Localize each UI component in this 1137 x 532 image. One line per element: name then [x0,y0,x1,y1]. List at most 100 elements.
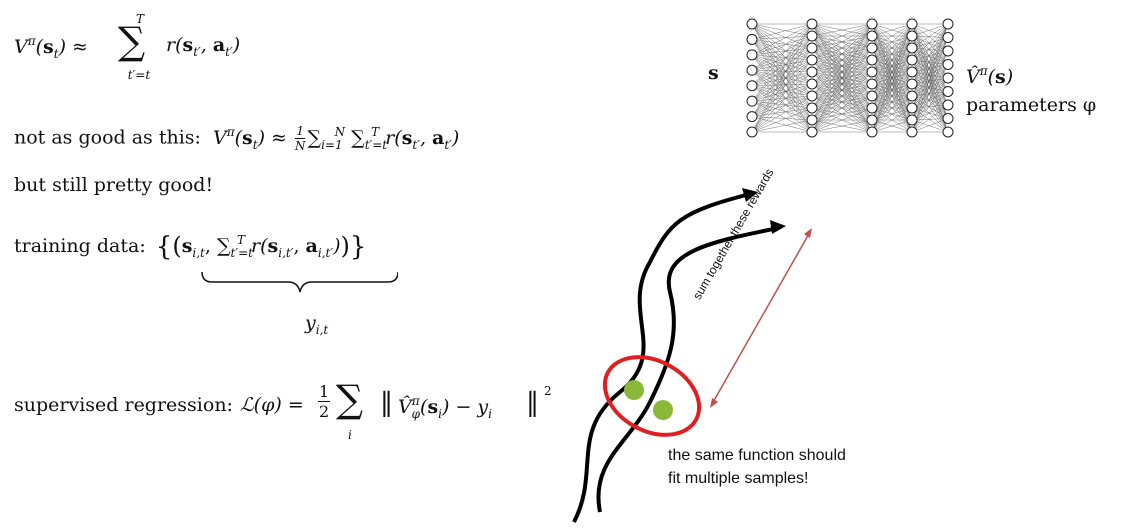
network-params-label: parameters φ [966,94,1097,116]
network-connection [871,23,913,37]
network-node [906,102,918,114]
network-connection [911,91,949,97]
network-connection [911,23,949,73]
network-connection [751,95,813,102]
network-node [942,113,954,124]
network-connection [911,77,949,121]
network-connection [911,59,949,106]
network-connection [751,35,813,133]
network-connection [911,50,949,121]
network-connection [751,54,813,133]
network-connection [751,116,813,133]
network-connection [911,23,949,49]
network-connection [751,59,813,102]
network-connection [911,37,949,121]
sample-dot-2 [653,400,673,420]
sample-dot-1 [624,380,644,400]
network-node [906,66,918,78]
network-connection [751,71,813,86]
network-node [906,126,918,138]
network-connection [911,23,949,106]
network-connection [871,23,913,85]
network-connection [751,54,813,109]
network-connection [911,23,949,119]
network-node [746,49,758,61]
network-connection [911,37,949,61]
network-connection [751,23,813,71]
regression-prefix: supervised regression: [14,394,233,416]
network-connection [811,23,873,97]
network-node [806,42,818,54]
network-connection [751,39,813,85]
network-connection [871,23,913,61]
network-connection [911,118,949,133]
training-data-line: training data: {(si,t, ∑t′=tT r(si,t′, a… [14,232,367,262]
network-connection [751,47,813,86]
network-connection [751,59,813,133]
network-connection [751,23,813,37]
network-node [866,42,878,54]
network-connection [751,54,813,85]
network-connection [911,47,949,79]
network-connection [911,37,949,85]
network-node [906,114,918,126]
network-connection [751,70,813,97]
network-connection [751,59,813,117]
network-connection [911,64,949,73]
network-connection [911,50,949,97]
network-node [906,42,918,54]
network-input-label: s [708,62,719,84]
network-connection [811,23,873,85]
network-connection [911,23,949,97]
network-connection [811,83,873,133]
network-connection [911,23,949,65]
network-connection [911,23,949,79]
network-node [866,102,878,114]
network-connection [751,71,813,102]
network-connection [751,95,813,117]
network-connection [751,23,813,85]
network-connection [911,47,949,106]
trajectory-curve-1 [572,192,751,523]
network-connection [911,37,949,133]
network-connection [871,107,913,133]
network-connection [911,91,949,109]
underbrace [201,271,398,293]
network-connection [911,119,949,133]
network-node [942,18,954,30]
network-node [906,54,918,66]
network-connection [751,39,813,61]
network-node [942,72,954,84]
network-connection [811,23,873,121]
network-connection [911,23,949,85]
network-connection [751,71,813,133]
network-connection [911,107,949,119]
network-connection [871,47,913,133]
reward-sum-arrow [711,231,811,405]
network-connection [911,35,949,119]
network-connection [751,23,813,102]
network-node [806,18,818,30]
network-connection [751,39,813,73]
network-connection [871,119,913,133]
network-connection [751,23,813,97]
network-connection [911,71,949,79]
network-connection [911,91,949,133]
network-connection [811,119,873,133]
network-connection [751,23,813,61]
network-connection [911,23,949,37]
network-connection [751,83,813,133]
network-node [746,33,758,45]
network-connection [751,119,813,133]
network-connection [911,104,949,109]
network-connection [751,39,813,109]
network-node [806,66,818,78]
network-connection [911,77,949,97]
network-connection [911,50,949,85]
comparison-prefix: not as good as this: [14,126,201,149]
network-connection [911,35,949,52]
network-connection [911,59,949,92]
network-connection [911,95,949,133]
network-connection [911,50,949,61]
network-connection [911,95,949,106]
